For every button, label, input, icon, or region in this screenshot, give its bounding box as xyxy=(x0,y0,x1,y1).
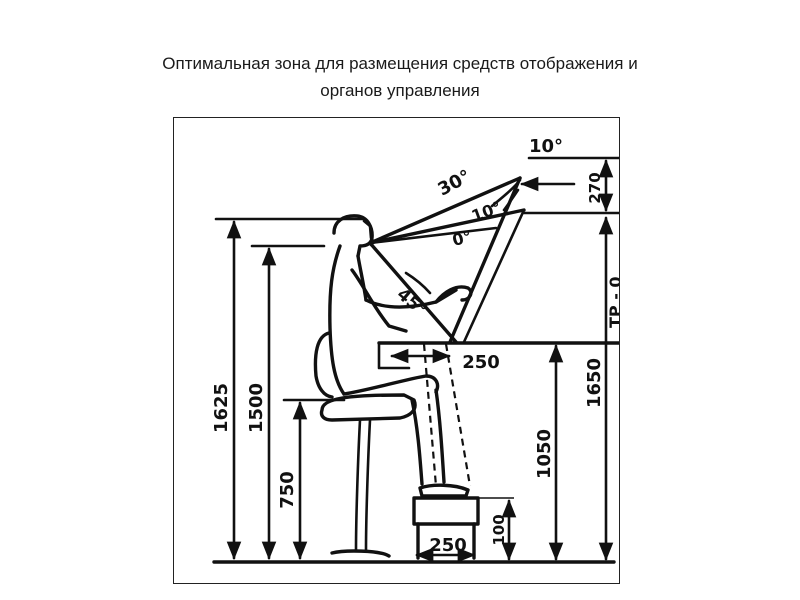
slide-title: Оптимальная зона для размещения средств … xyxy=(60,50,740,104)
label-angle-0: 0° xyxy=(450,227,473,250)
chair-backrest xyxy=(313,331,334,399)
chair-seat xyxy=(319,393,417,422)
label-angle-10-top: 10° xyxy=(529,136,563,157)
label-750: 750 xyxy=(277,471,298,509)
sight-line-10 xyxy=(368,226,498,245)
label-1500: 1500 xyxy=(246,383,267,433)
chair-column xyxy=(354,418,362,552)
label-270: 270 xyxy=(586,172,604,203)
desk-front-edge xyxy=(377,341,411,370)
legroom-dash-2 xyxy=(444,343,472,487)
sight-line-30 xyxy=(368,176,522,245)
label-250-bottom: 250 xyxy=(429,535,467,556)
label-1050: 1050 xyxy=(534,429,555,479)
workplace-ergonomics-diagram: 1625 1500 750 1 xyxy=(173,117,620,584)
label-1625: 1625 xyxy=(211,383,232,433)
label-angle-30: 30° xyxy=(434,166,474,201)
angle-arc-10 xyxy=(502,188,520,212)
angle-arc-45 xyxy=(404,271,432,295)
sight-line-45 xyxy=(368,241,458,344)
diagram-svg: 1625 1500 750 1 xyxy=(211,136,620,564)
person-foot xyxy=(418,483,470,498)
angle-arc-30 xyxy=(490,178,522,208)
label-angle-45: 45° xyxy=(393,285,431,321)
title-line-1: Оптимальная зона для размещения средств … xyxy=(162,54,638,73)
label-100: 100 xyxy=(490,514,508,545)
person-front xyxy=(356,254,368,302)
person-shin-back xyxy=(410,398,424,486)
person-shin-front xyxy=(434,388,446,484)
label-angle-10-mid: 10° xyxy=(469,198,504,226)
footrest xyxy=(412,496,480,526)
label-cropped-right: ТР - 0 xyxy=(606,276,620,328)
person-upper-arm xyxy=(350,268,408,333)
sight-line-0 xyxy=(368,208,526,245)
label-250-top: 250 xyxy=(462,352,500,373)
person-back xyxy=(328,244,346,396)
console-panel-inner xyxy=(462,208,526,344)
label-1650: 1650 xyxy=(584,358,605,408)
legroom-dash-1 xyxy=(422,343,438,487)
chair-column-front xyxy=(364,418,372,552)
person-thigh xyxy=(342,374,440,396)
chair-base xyxy=(330,549,391,558)
title-line-2: органов управления xyxy=(320,81,480,100)
